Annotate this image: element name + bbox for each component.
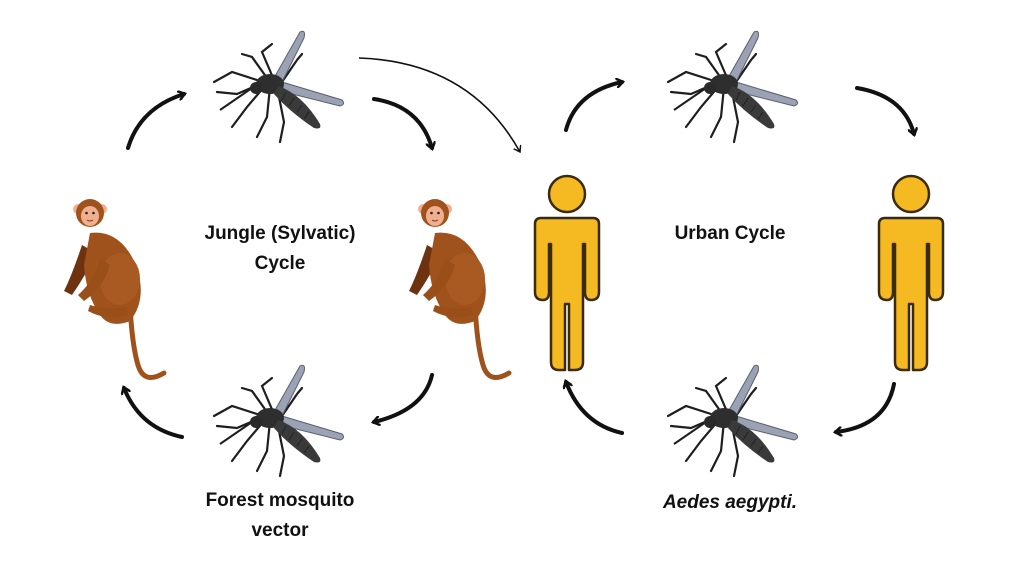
- mosquito-icon: [212, 30, 345, 144]
- arrow-mosquito-to-human-spillover: [358, 57, 520, 152]
- jungle-cycle-line1: Jungle (Sylvatic): [204, 223, 356, 244]
- human-icon: [533, 174, 601, 372]
- forest-vector-line1: Forest mosquito: [205, 490, 355, 511]
- mosquito-icon: [666, 30, 799, 144]
- human-icon: [877, 174, 945, 372]
- forest-vector-label: Forest mosquito vector: [170, 486, 390, 546]
- arrow-aedes-to-human: [566, 382, 624, 435]
- urban-cycle-label: Urban Cycle: [674, 223, 786, 244]
- mosquito-icon: [212, 364, 345, 478]
- monkey-icon: [64, 199, 164, 378]
- arrow-mosquito-to-monkey: [372, 97, 432, 148]
- arrow-mosquito-to-human: [855, 86, 914, 134]
- mosquito-icon: [666, 364, 799, 478]
- aedes-aegypti-label: Aedes aegypti.: [662, 492, 798, 513]
- monkey-icon: [409, 199, 509, 378]
- forest-vector-line2: vector: [251, 520, 309, 541]
- arrow-human-to-aedes: [836, 382, 896, 432]
- arrow-monkey-to-forest-mosquito: [374, 373, 434, 422]
- jungle-cycle-line2: Cycle: [254, 253, 306, 274]
- arrow-monkey-to-mosquito: [126, 94, 184, 150]
- jungle-cycle-label: Jungle (Sylvatic) Cycle: [170, 219, 390, 279]
- arrow-human-to-mosquito: [564, 82, 622, 132]
- arrow-forest-mosquito-to-monkey: [124, 388, 184, 439]
